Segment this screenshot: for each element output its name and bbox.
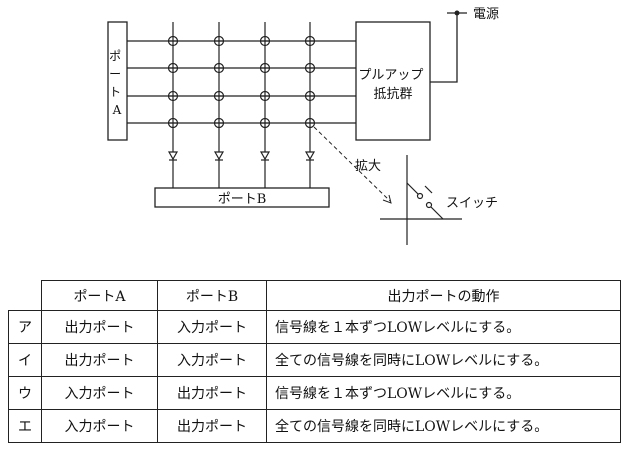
cell: 入力ポート: [41, 409, 158, 443]
power-terminal: [454, 10, 460, 16]
pullup-label: プルアップ 抵抗群: [358, 68, 427, 102]
option-label: イ: [8, 343, 42, 377]
header-cell: [8, 280, 42, 311]
cell: 入力ポート: [157, 310, 267, 344]
header-cell: 出力ポートの動作: [266, 280, 621, 311]
table-header-row: ポートA ポートB 出力ポートの動作: [8, 280, 621, 311]
cell: 全ての信号線を同時にLOWレベルにする。: [266, 343, 621, 377]
pullup-resistor-box: [355, 21, 431, 141]
diode-icon: [213, 151, 225, 161]
switch-detail: [380, 155, 462, 245]
zoom-label: 拡大: [355, 159, 381, 174]
port-b-label: ポートB: [218, 192, 267, 207]
cell: 入力ポート: [157, 343, 267, 377]
option-label: ア: [8, 310, 42, 344]
diode-icon: [259, 151, 271, 161]
power-line: [430, 13, 458, 83]
power-label: 電源: [473, 7, 499, 22]
cell: 出力ポート: [157, 376, 267, 410]
table-row: イ 出力ポート 入力ポート 全ての信号線を同時にLOWレベルにする。: [8, 343, 621, 377]
table-row: エ 入力ポート 出力ポート 全ての信号線を同時にLOWレベルにする。: [8, 409, 621, 443]
diode-icon: [304, 151, 316, 161]
port-a-label: ポ ー ト A: [109, 49, 125, 117]
key-matrix-diagram: ポ ー ト A プルアップ 抵抗群 電源 ポートB 拡大 スイッチ: [107, 7, 499, 245]
table-row: ア 出力ポート 入力ポート 信号線を１本ずつLOWレベルにする。: [8, 310, 621, 344]
diode-icon: [167, 151, 179, 161]
cell: 出力ポート: [41, 343, 158, 377]
header-cell: ポートA: [41, 280, 158, 311]
switch-label: スイッチ: [446, 196, 498, 211]
cell: 入力ポート: [41, 376, 158, 410]
header-cell: ポートB: [157, 280, 267, 311]
option-label: エ: [8, 409, 42, 443]
cell: 信号線を１本ずつLOWレベルにする。: [266, 310, 621, 344]
port-b-box: [154, 187, 330, 208]
cell: 全ての信号線を同時にLOWレベルにする。: [266, 409, 621, 443]
option-label: ウ: [8, 376, 42, 410]
port-a-box: [107, 21, 128, 141]
cell: 出力ポート: [157, 409, 267, 443]
answer-table: ポートA ポートB 出力ポートの動作 ア 出力ポート 入力ポート 信号線を１本ず…: [8, 280, 621, 443]
cell: 出力ポート: [41, 310, 158, 344]
zoom-arrow: [313, 126, 391, 202]
table-row: ウ 入力ポート 出力ポート 信号線を１本ずつLOWレベルにする。: [8, 376, 621, 410]
cell: 信号線を１本ずつLOWレベルにする。: [266, 376, 621, 410]
